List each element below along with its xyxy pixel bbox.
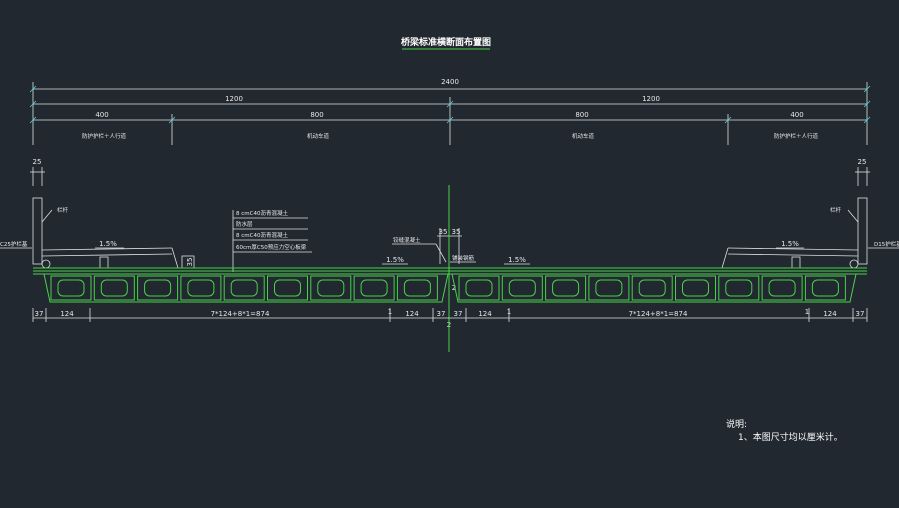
slab-beam	[501, 275, 543, 301]
rail-label-left: 栏杆	[57, 206, 69, 214]
lane-right-walk: 防护护栏＋人行道	[774, 132, 819, 140]
curb-label-right: D15护栏基	[874, 240, 899, 248]
slab-hollow	[274, 279, 301, 297]
layer-4: 60cm厚C50预应力空心板梁	[236, 243, 307, 251]
slab-beam	[718, 275, 760, 301]
edge-dims: 25 25	[30, 158, 870, 186]
slab-beam	[804, 275, 846, 301]
dim-b13: 37	[856, 310, 865, 318]
slab-beam	[675, 275, 716, 301]
dim-b8: 124	[478, 310, 492, 318]
note-joint: 铰缝混凝土	[393, 236, 421, 244]
center-mark-top: 2	[452, 284, 456, 292]
drawing-title: 桥梁标准横断面布置图	[401, 36, 491, 48]
slab-beam	[267, 275, 308, 301]
slab-hollow	[230, 279, 258, 297]
dim-b12: 124	[823, 310, 837, 318]
dim-b9: 1	[507, 308, 511, 316]
slope-1: 1.5%	[99, 240, 117, 248]
dim-seg-right-outer: 400	[790, 111, 803, 119]
dim-b4: 1	[388, 308, 392, 316]
lane-labels: 防护护栏＋人行道 机动车道 机动车道 防护护栏＋人行道	[82, 132, 819, 140]
slab-hollow	[811, 279, 839, 297]
deck-structure	[33, 267, 867, 303]
slab-beam	[761, 275, 803, 301]
dim-b6: 37	[437, 310, 446, 318]
small-dim: 35	[186, 258, 194, 267]
dim-b10: 7*124+8*1=874	[629, 310, 688, 318]
notes-heading: 说明:	[726, 418, 747, 430]
dim-b1: 37	[35, 310, 44, 318]
slab-beam	[50, 275, 92, 301]
edge-dim-right: 25	[858, 158, 867, 166]
slab-beam	[310, 275, 352, 301]
center-dim-b: 35	[452, 228, 461, 236]
slab-beam	[223, 275, 265, 301]
slab-hollow	[465, 279, 493, 297]
lane-right-motor: 机动车道	[572, 132, 595, 140]
dim-b7: 37	[454, 310, 463, 318]
slab-cells-left	[50, 275, 438, 301]
slab-hollow	[508, 279, 536, 297]
slab-beam	[458, 275, 500, 301]
slab-hollow	[317, 279, 345, 297]
dim-seg-left-outer: 400	[95, 111, 108, 119]
dim-total: 2400	[441, 78, 459, 86]
bottom-dimensions: 37 124 7*124+8*1=874 1 124 37 37 124 1 7…	[32, 308, 868, 322]
note-pave: 铺装钢筋	[452, 254, 475, 262]
slope-marks: 1.5% 1.5% 1.5% 1.5%	[95, 240, 804, 265]
dim-b5: 124	[405, 310, 419, 318]
slab-beam	[353, 275, 395, 301]
notes-item-1: 1、本图尺寸均以厘米计。	[738, 431, 843, 443]
slab-hollow	[595, 279, 623, 297]
dim-seg-right-inner: 800	[575, 111, 588, 119]
slab-beam	[180, 275, 222, 301]
slab-hollow	[552, 279, 580, 297]
notes: 说明: 1、本图尺寸均以厘米计。	[726, 418, 843, 443]
slab-hollow	[187, 279, 215, 297]
right-barrier	[721, 197, 868, 269]
top-dimensions: 2400 1200 1200 400 800 800 400	[29, 78, 871, 145]
slab-beam	[545, 275, 587, 301]
slab-beam	[93, 275, 135, 301]
lane-left-walk: 防护护栏＋人行道	[82, 132, 127, 140]
slab-cells-right	[458, 275, 846, 301]
slab-hollow	[144, 279, 172, 297]
slab-hollow	[725, 279, 753, 297]
dim-half-left: 1200	[225, 95, 243, 103]
slab-hollow	[682, 279, 709, 297]
edge-dim-left: 25	[33, 158, 42, 166]
dim-b3: 7*124+8*1=874	[211, 310, 270, 318]
slab-hollow	[360, 279, 388, 297]
dim-seg-left-inner: 800	[310, 111, 323, 119]
rail-label-right: 栏杆	[830, 206, 842, 214]
slope-2: 1.5%	[386, 256, 404, 264]
slope-3: 1.5%	[508, 256, 526, 264]
slab-beam	[631, 275, 673, 301]
slab-hollow	[57, 279, 85, 297]
layer-3: 8 cmC40沥青混凝土	[236, 231, 288, 239]
slab-beam	[588, 275, 630, 301]
layer-callout: 8 cmC40沥青混凝土 防水层 8 cmC40沥青混凝土 60cm厚C50预应…	[232, 209, 312, 272]
center-dim-a: 35	[439, 228, 448, 236]
layer-1: 8 cmC40沥青混凝土	[236, 209, 288, 217]
slab-hollow	[403, 279, 431, 297]
slab-hollow	[768, 279, 796, 297]
slab-hollow	[100, 279, 128, 297]
left-barrier	[32, 197, 195, 269]
dim-b11: 1	[805, 308, 809, 316]
dim-b2: 124	[60, 310, 74, 318]
slab-beam	[137, 275, 179, 301]
lane-left-motor: 机动车道	[307, 132, 330, 140]
slab-beam	[396, 275, 438, 301]
slab-hollow	[638, 279, 666, 297]
curb-label-left: C25护栏基	[0, 240, 28, 248]
dim-half-right: 1200	[642, 95, 660, 103]
slope-4: 1.5%	[781, 240, 799, 248]
layer-2: 防水层	[236, 220, 253, 228]
